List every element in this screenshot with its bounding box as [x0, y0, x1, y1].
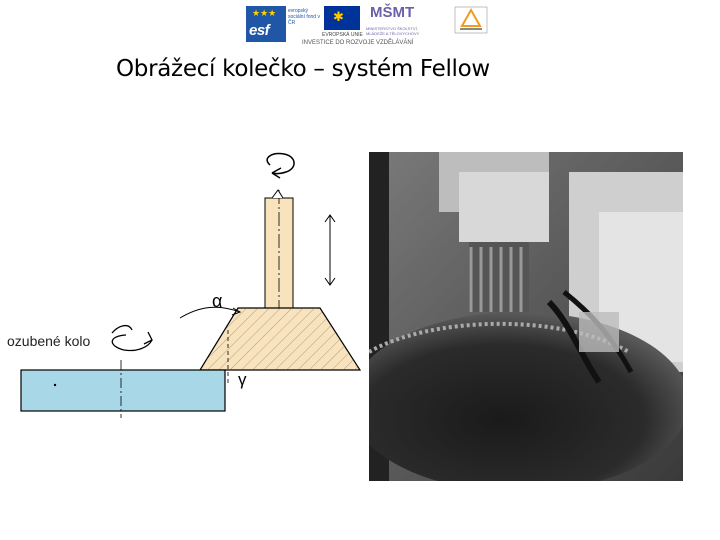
msmt-text: MINISTERSTVO ŠKOLSTVÍ, MLÁDEŽE A TĚLOVÝC… — [366, 26, 420, 36]
alpha-label: α — [212, 291, 222, 311]
eu-text: EVROPSKÁ UNIE — [322, 32, 363, 38]
gear-rotation-icon — [111, 324, 153, 352]
esf-text: evropský sociální fond v ČR — [288, 8, 320, 26]
eu-flag-icon: ✱ — [324, 6, 360, 30]
fellow-diagram: α γ ozubené kolo — [7, 152, 362, 418]
page-title: Obrážecí kolečko – systém Fellow — [116, 56, 490, 82]
msmt-logo: MŠMT MINISTERSTVO ŠKOLSTVÍ, MLÁDEŽE A TĚ… — [366, 4, 436, 38]
stroke-arrow-icon — [324, 214, 336, 286]
esf-mark: esf — [249, 22, 270, 39]
esf-stars-icon: ★★★ — [252, 8, 277, 18]
logo-bar: ★★★ esf evropský sociální fond v ČR ✱ EV… — [246, 2, 496, 48]
machine-photo — [369, 152, 683, 481]
esf-logo: ★★★ esf — [246, 6, 286, 42]
spindle-rotation-icon — [266, 152, 295, 179]
op-logo-icon — [454, 6, 488, 34]
msmt-mark: MŠMT — [370, 4, 415, 21]
gamma-label: γ — [238, 370, 247, 389]
investment-text: INVESTICE DO ROZVOJE VZDĚLÁVÁNÍ — [302, 40, 414, 46]
gear-label: ozubené kolo — [7, 333, 91, 349]
gear-workpiece — [20, 369, 226, 412]
